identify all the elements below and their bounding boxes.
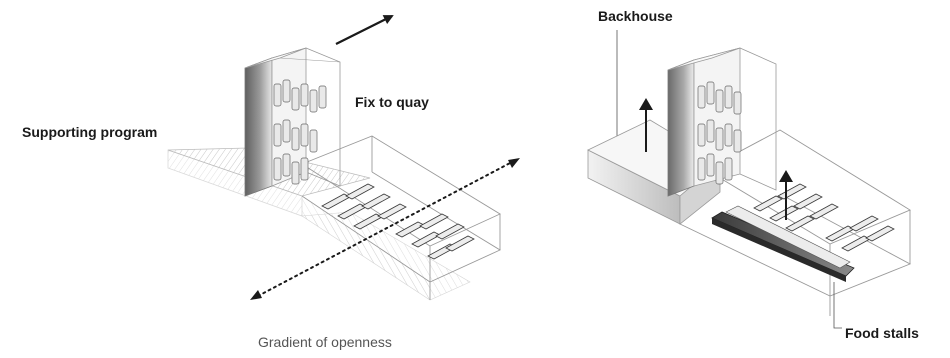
food-stalls-leader	[833, 282, 842, 329]
left-diagram	[167, 15, 520, 301]
double-headed-dotted-arrow-icon	[250, 158, 520, 300]
right-market-tables	[753, 183, 895, 252]
right-tower	[667, 47, 777, 197]
quay-tower	[244, 47, 341, 197]
market-tables	[321, 183, 475, 260]
backhouse-label: Backhouse	[598, 8, 673, 24]
fix-to-quay-label: Fix to quay	[355, 94, 429, 110]
arrow-up-icon	[779, 170, 793, 220]
supporting-program-ground	[167, 147, 471, 301]
gradient-of-openness-label: Gradient of openness	[258, 334, 392, 350]
stacked-units	[273, 79, 327, 185]
right-diagram	[587, 30, 912, 329]
food-stall-strip	[711, 205, 855, 282]
arrow-up-right-icon	[335, 15, 394, 45]
food-stalls-label: Food stalls	[845, 325, 919, 341]
arrow-up-icon	[639, 98, 653, 152]
supporting-program-label: Supporting program	[22, 124, 158, 140]
right-stacked-units	[697, 81, 742, 185]
